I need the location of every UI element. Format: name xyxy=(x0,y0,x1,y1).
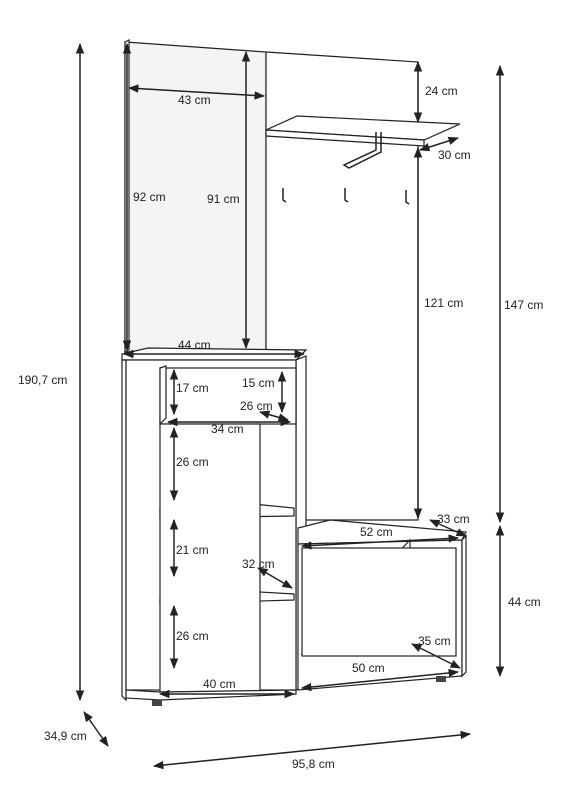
label-cabinet-bottom-width: 40 cm xyxy=(203,677,236,691)
dim-line-35 xyxy=(411,643,461,669)
label-overall-depth: 34,9 cm xyxy=(44,729,87,743)
dimension-lines xyxy=(75,42,505,770)
cabinet-side xyxy=(121,359,127,702)
coat-bar xyxy=(342,132,382,169)
bench-side xyxy=(461,534,467,678)
cabinet-bottom xyxy=(125,689,297,701)
dim-line-34-9 xyxy=(83,711,109,747)
label-bench-top-width: 52 cm xyxy=(360,525,393,539)
label-overall-upper-height: 147 cm xyxy=(504,298,543,312)
dim-line-95-8 xyxy=(152,730,472,770)
label-mirror-width: 43 cm xyxy=(178,93,211,107)
label-shelf-depth-mid: 32 cm xyxy=(242,557,275,571)
label-overall-height: 190,7 cm xyxy=(18,373,67,387)
label-shelf-to-bench: 121 cm xyxy=(424,296,463,310)
label-compartment-1: 26 cm xyxy=(176,455,209,469)
dimension-labels: 43 cm 92 cm 91 cm 24 cm 30 cm 121 cm 147… xyxy=(18,84,543,771)
label-bench-depth-top: 33 cm xyxy=(437,512,470,526)
label-bench-bottom-width: 50 cm xyxy=(352,661,385,675)
hook-3 xyxy=(405,190,410,205)
label-drawer-width: 34 cm xyxy=(211,422,244,436)
label-compartment-2: 21 cm xyxy=(176,543,209,557)
label-shelf-top-gap: 24 cm xyxy=(425,84,458,98)
label-cabinet-top-width: 44 cm xyxy=(178,338,211,352)
label-mirror-height-outer: 92 cm xyxy=(133,190,166,204)
label-drawer-height: 17 cm xyxy=(176,381,209,395)
dim-line-33 xyxy=(429,519,467,537)
hook-1 xyxy=(282,188,287,203)
dim-line-52 xyxy=(300,534,460,550)
bench-foot xyxy=(436,676,446,682)
dim-line-43 xyxy=(127,84,266,100)
dim-line-32 xyxy=(257,567,293,589)
cabinet-foot xyxy=(152,700,162,706)
dim-line-50 xyxy=(300,668,460,692)
label-drawer-depth: 26 cm xyxy=(240,399,273,413)
dim-line-30 xyxy=(418,136,460,152)
label-shelf-depth: 30 cm xyxy=(438,148,471,162)
bench-opening xyxy=(301,547,457,657)
label-bench-depth-bottom: 35 cm xyxy=(418,634,451,648)
label-overall-width: 95,8 cm xyxy=(292,757,335,771)
label-compartment-3: 26 cm xyxy=(176,629,209,643)
label-mirror-height-inner: 91 cm xyxy=(207,192,240,206)
label-drawer-inner-height: 15 cm xyxy=(242,376,275,390)
drawer-side-left xyxy=(159,365,167,426)
hook-2 xyxy=(344,188,349,203)
drawer xyxy=(159,367,297,425)
label-bench-height: 44 cm xyxy=(508,595,541,609)
